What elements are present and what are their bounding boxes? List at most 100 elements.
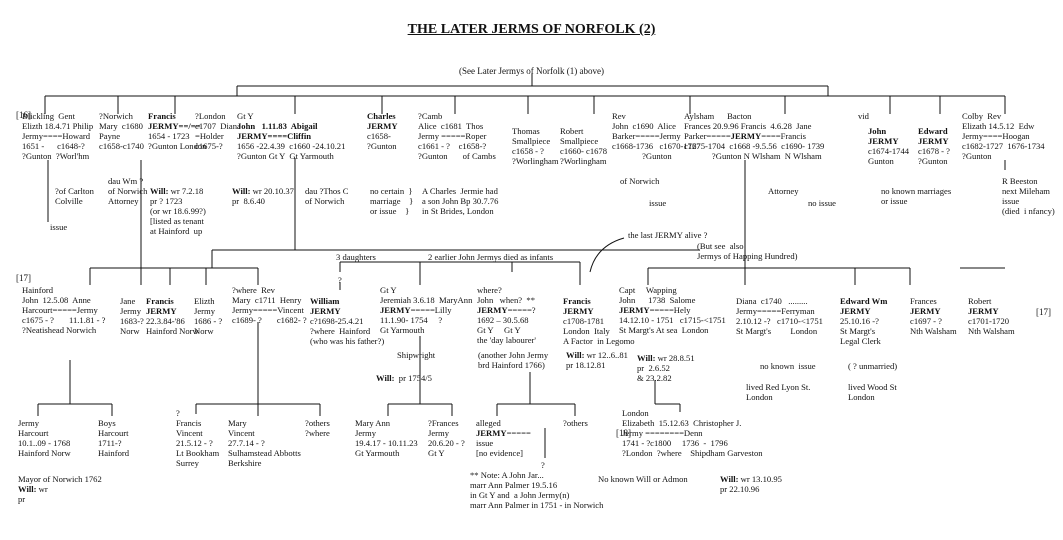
- text-line: Robert: [560, 126, 584, 136]
- text-line: pr 22.10.96: [720, 484, 760, 494]
- text-line: Jermy=====Vincent: [232, 305, 304, 315]
- text-line: pr 8.6.40: [232, 196, 265, 206]
- text-line: 1683-?: [120, 316, 144, 326]
- text-line: JERMY=====Hely: [619, 305, 691, 315]
- generation-label-16: [16]: [16, 110, 31, 120]
- text-line: ?Frances: [428, 418, 459, 428]
- text-line: Harcourt: [98, 428, 129, 438]
- text-line: Barker=====Jermy: [612, 131, 681, 141]
- note-issue-barker: issue: [649, 198, 666, 208]
- text-line: Jane: [120, 296, 136, 306]
- text-line: A Factor in Legomo: [563, 336, 635, 346]
- see-also-label: (But see also Jermys of Happing Hundred): [697, 241, 798, 261]
- text-line: next Mileham: [1002, 186, 1050, 196]
- text-line: [listed as tenant: [150, 216, 204, 226]
- text-line: c1661 - ? c1658-?: [418, 141, 487, 151]
- text-line: 1692 – 30.5.68: [477, 315, 529, 325]
- text-line: alleged: [476, 418, 501, 428]
- generation-label-17-right: [17]: [1036, 307, 1051, 317]
- text-line: c1675 - ? 11.1.81 - ?: [22, 315, 106, 325]
- text-line: 1741 - ?c1800 1736 - 1796: [622, 438, 728, 448]
- text-line: (another John Jermy: [478, 350, 549, 360]
- text-line: Smallpiece: [512, 136, 551, 146]
- three-daughters-label: 3 daughters: [336, 252, 376, 262]
- text-line: Parker=====JERMY====Francis: [684, 131, 806, 141]
- text-line: London Italy: [563, 326, 610, 336]
- generation-label-18: [18]: [616, 428, 631, 438]
- text-line: Norw: [120, 326, 140, 336]
- text-line: ?Gunton ?Worl'hm: [22, 151, 90, 161]
- text-line: c1674-1744: [868, 146, 910, 156]
- text-line: Jeremiah 3.6.18 MaryAnn: [380, 295, 473, 305]
- note-will-jeremiah: Will: pr 1754/5: [376, 373, 432, 383]
- text-line: ?Gunton: [612, 151, 672, 161]
- text-line: Blickling Gent: [22, 111, 75, 121]
- text-line: Rev: [612, 111, 626, 121]
- text-line: ?where: [305, 428, 330, 438]
- note-of-norwich: of Norwich: [620, 176, 659, 186]
- text-line: JERMY==/==: [148, 121, 201, 131]
- earlier-johns-label: 2 earlier John Jermys died as infants: [428, 252, 554, 262]
- text-line: no known marriages: [881, 186, 952, 196]
- note-issue-elizth: issue: [50, 222, 67, 232]
- text-line: JERMY: [910, 306, 941, 316]
- text-line: of Norwich: [620, 176, 660, 186]
- text-line: issue: [1002, 196, 1020, 206]
- text-line: ?where Hainford: [310, 326, 371, 336]
- text-line: a son John Bp 30.7.76: [422, 196, 499, 206]
- text-line: Will: wr 12..6..81: [566, 350, 628, 360]
- text-line: Jermy: [194, 306, 216, 316]
- text-line: Francis: [148, 111, 176, 121]
- text-line: ?Gunton London: [148, 141, 207, 151]
- text-line: Will: wr 13.10.95: [720, 474, 782, 484]
- text-line: marr Ann Palmer in 1751 - in Norwich: [470, 500, 604, 510]
- text-line: Thomas: [512, 126, 540, 136]
- text-line: Hainford Norw: [146, 326, 199, 336]
- text-line: Alice c1681 Thos: [418, 121, 484, 131]
- text-line: ?Gunton Gt Y Gt Yarmouth: [237, 151, 334, 161]
- text-line: Elizath 14.5.12 Edw: [962, 121, 1035, 131]
- person-others2: ?others: [563, 418, 588, 428]
- text-line: Gt Yarmouth: [380, 325, 425, 335]
- text-line: at Hainford up: [150, 226, 203, 236]
- text-line: A Charles Jermie had: [422, 186, 498, 196]
- text-line: JERMY=====Lilly: [380, 305, 452, 315]
- text-line: Attorney: [108, 196, 139, 206]
- page-title: THE LATER JERMS OF NORFOLK (2): [407, 22, 656, 37]
- text-line: Smallpiece: [560, 136, 599, 146]
- text-line: in St Brides, London: [422, 206, 494, 216]
- text-line: 2.10.12 -? c1710-<1751: [736, 316, 823, 326]
- text-line: St Margt's At sea London: [619, 325, 709, 335]
- text-line: c1668-1736 c1670-1727: [612, 141, 701, 151]
- text-line: Jermy====Hoogan: [962, 131, 1030, 141]
- text-line: lived Wood St: [848, 382, 897, 392]
- text-line: 19.4.17 - 10.11.23: [355, 438, 418, 448]
- text-line: (or wr 18.6.99?): [150, 206, 206, 216]
- text-line: 27.7.14 - ?: [228, 438, 265, 448]
- text-line: London: [848, 392, 875, 402]
- note-q-alleged: ?: [541, 460, 545, 470]
- text-line: Francis: [176, 418, 202, 428]
- text-line: pr: [18, 494, 26, 504]
- text-line: John 12.5.08 Anne: [22, 295, 91, 305]
- text-line: JERMY====Cliffin: [237, 131, 312, 141]
- text-line: Edward Wm: [840, 296, 888, 306]
- text-line: pr 18.12.81: [566, 360, 606, 370]
- text-line: Gt Y Gt Y: [477, 325, 521, 335]
- text-line: Jermy: [355, 428, 377, 438]
